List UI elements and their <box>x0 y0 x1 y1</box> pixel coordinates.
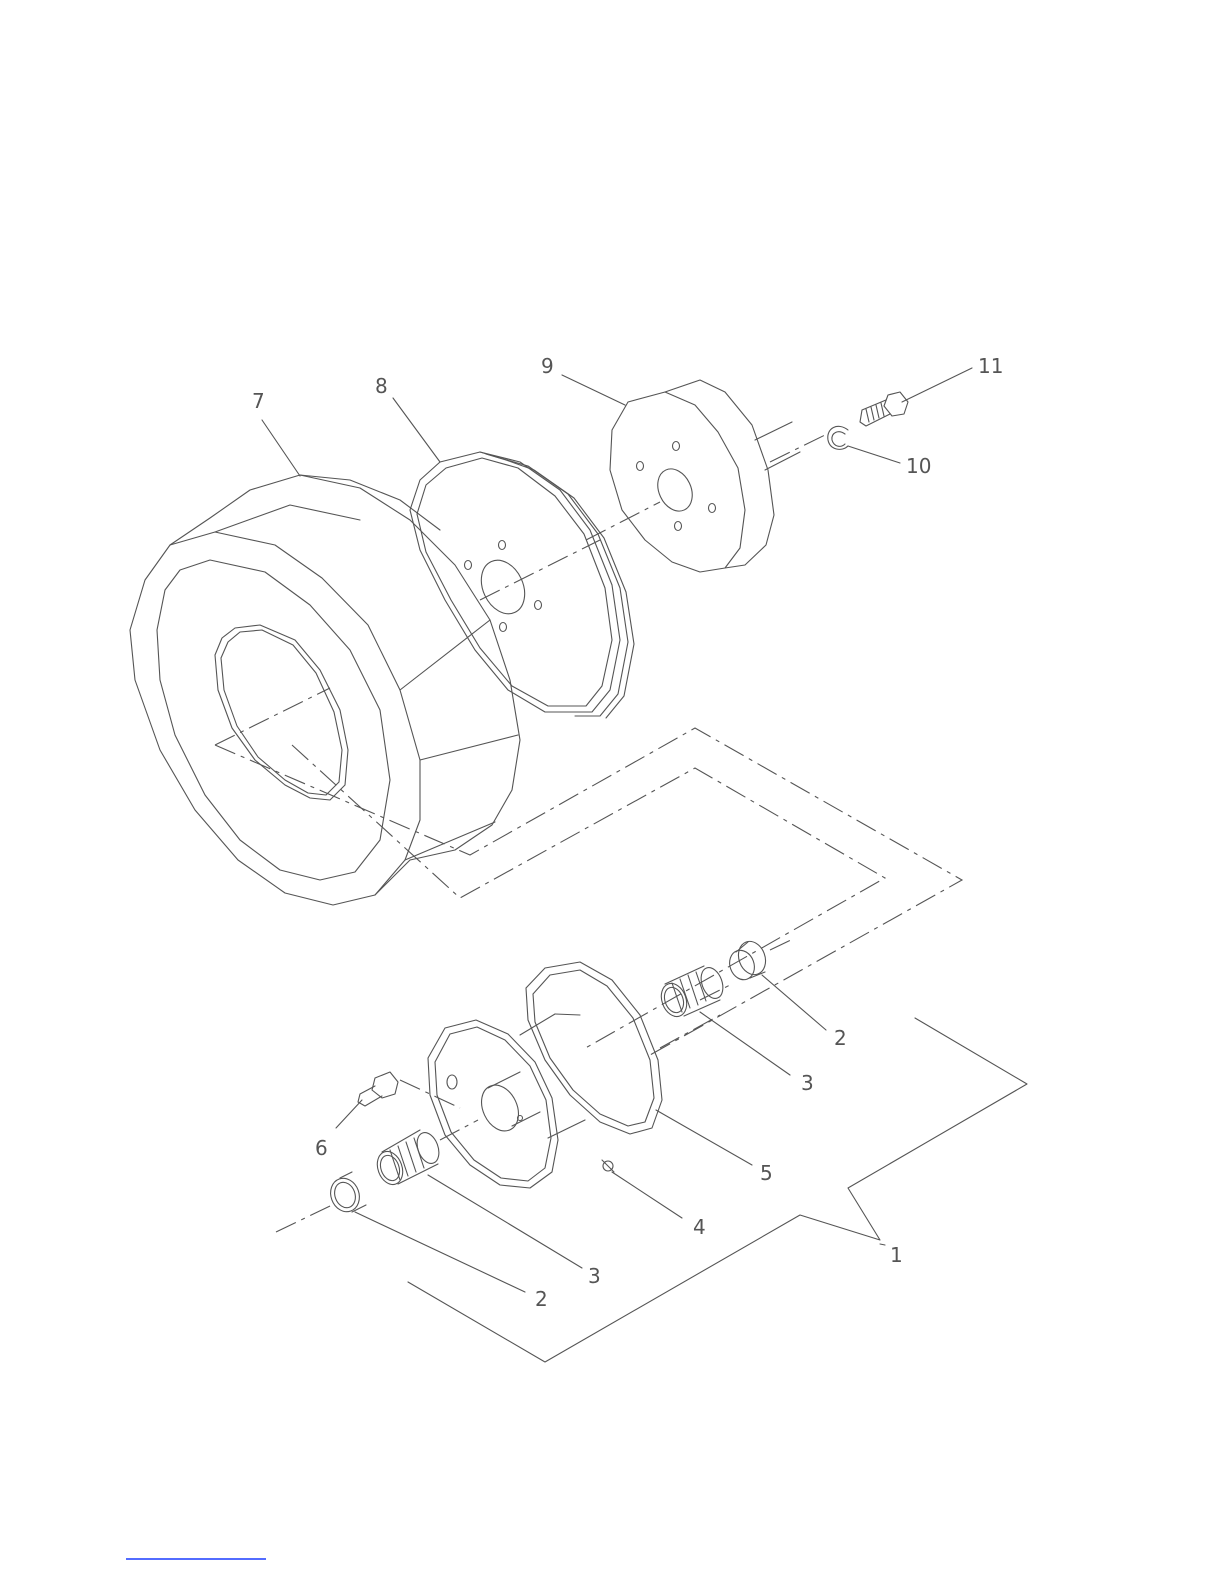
callout-10: 10 <box>906 454 931 478</box>
hub-drum-part-5 <box>428 962 662 1188</box>
callout-3-lower: 3 <box>588 1264 601 1288</box>
assembly-path-lines <box>215 728 962 1055</box>
callout-labels: 7 8 9 11 10 2 3 5 6 4 1 3 2 <box>252 354 1003 1311</box>
lower-axis-lines <box>276 938 795 1232</box>
hub-disc-part-9 <box>610 380 800 572</box>
callout-2-upper: 2 <box>834 1026 847 1050</box>
callout-5: 5 <box>760 1161 773 1185</box>
callout-11: 11 <box>978 354 1003 378</box>
leader-lines <box>262 368 972 1292</box>
callout-3-upper: 3 <box>801 1071 814 1095</box>
callout-1: 1 <box>890 1243 903 1267</box>
retaining-ring-part-10 <box>828 426 848 449</box>
set-screw-part-4 <box>602 1160 614 1172</box>
callout-8: 8 <box>375 374 388 398</box>
grease-fitting-part-6 <box>358 1072 398 1106</box>
callout-6: 6 <box>315 1136 328 1160</box>
bolt-part-11 <box>860 392 908 426</box>
callout-7: 7 <box>252 389 265 413</box>
rim-disc-part-8 <box>410 452 634 718</box>
callout-9: 9 <box>541 354 554 378</box>
upper-axis-lines <box>215 435 825 745</box>
callout-4: 4 <box>693 1215 706 1239</box>
assembly-bracket-part-1 <box>408 1018 1027 1362</box>
roller-bearing-part-3-lower <box>373 1130 443 1189</box>
callout-2-lower: 2 <box>535 1287 548 1311</box>
bushing-part-2-lower <box>326 1172 366 1216</box>
